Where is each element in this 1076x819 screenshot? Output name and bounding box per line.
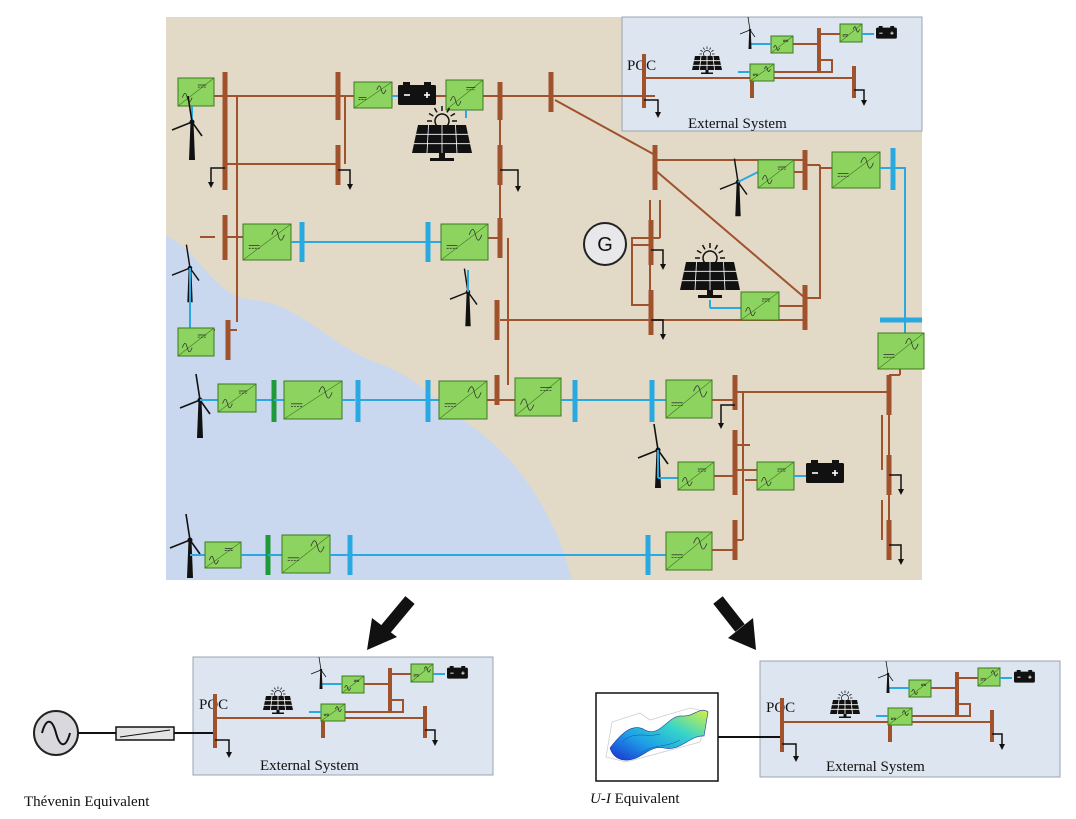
dc-ac-converter-icon [353, 81, 393, 109]
load-arrow-icon [425, 729, 438, 746]
ac-dc-converter-icon [177, 327, 215, 357]
load-arrow-icon [651, 319, 666, 340]
solar-panel-icon [263, 686, 293, 714]
ac-line [805, 165, 821, 299]
dc-ac-converter-icon [749, 63, 775, 82]
sea-region [166, 236, 572, 580]
wind-turbine-icon [171, 95, 203, 160]
thevenin-external-elements [213, 656, 468, 758]
wind-turbine-icon [169, 513, 201, 578]
load-arrow-icon [208, 167, 225, 188]
dc-ac-converter-icon [839, 23, 863, 43]
ui-caption-text: Equivalent [611, 791, 681, 807]
load-arrow-icon [782, 743, 799, 762]
synchronous-generator: G [583, 222, 627, 266]
ui-caption: U-I Equivalent [590, 791, 680, 807]
load-arrow-icon [854, 89, 867, 106]
dc-ac-converter-icon [977, 667, 1001, 687]
ac-dc-converter-icon [217, 383, 257, 413]
dc-ac-converter-icon [410, 663, 434, 683]
ac-line [654, 169, 806, 299]
external-system-label: External System [826, 759, 925, 775]
load-arrow-icon [644, 99, 661, 118]
battery-icon [806, 460, 844, 483]
ac-dc-converter-icon [770, 35, 794, 54]
external-system-label: External System [260, 758, 359, 774]
sine-wave-icon [41, 720, 71, 746]
battery-icon [447, 666, 468, 679]
ac-dc-converter-icon [677, 461, 715, 491]
ac-dc-converter-icon [445, 79, 484, 111]
load-arrow-icon [992, 733, 1005, 750]
thevenin-caption: Thévenin Equivalent [24, 794, 150, 810]
battery-icon [398, 82, 436, 105]
reduction-arrows [367, 596, 756, 650]
dc-ac-converter-icon [831, 151, 881, 189]
load-arrow-icon [651, 249, 666, 270]
dc-ac-converter-icon [877, 332, 925, 370]
ac-dc-converter-icon [757, 159, 795, 189]
load-arrow-icon [718, 404, 735, 429]
ac-dc-converter-icon [908, 679, 932, 698]
wind-turbine-icon [877, 660, 894, 693]
poc-label: POC [627, 58, 656, 74]
ac-line [774, 59, 833, 73]
dc-ac-converter-icon [665, 379, 713, 419]
dc-ac-converter-icon [283, 380, 343, 420]
solar-panel-icon [830, 690, 860, 718]
solar-panel-icon [412, 106, 472, 161]
dc-ac-converter-icon [887, 707, 913, 726]
ac-line [912, 703, 971, 717]
dc-line [893, 167, 906, 320]
arrow-to-ui-icon [713, 596, 756, 650]
battery-icon [1014, 670, 1035, 683]
generator-label: G [597, 234, 613, 256]
wind-turbine-icon [719, 158, 748, 217]
wind-turbine-icon [739, 16, 756, 49]
load-arrow-icon [215, 739, 232, 758]
ac-dc-converter-icon [756, 461, 795, 491]
external-system-label: External System [688, 116, 787, 132]
solar-panel-icon [692, 46, 722, 74]
dc-line [737, 171, 759, 183]
ac-dc-converter-icon [177, 77, 215, 107]
battery-icon [876, 26, 897, 39]
solar-panel-icon [680, 243, 740, 298]
ui-surface-plot-icon [595, 692, 719, 782]
ui-external-elements [780, 660, 1035, 762]
ac-dc-converter-icon [514, 377, 562, 417]
main-elements [169, 16, 925, 578]
ac-dc-converter-icon [740, 291, 780, 321]
dc-ac-converter-icon [665, 531, 713, 571]
ac-line [345, 699, 404, 713]
wind-turbine-icon [310, 656, 327, 689]
dc-ac-converter-icon [438, 380, 488, 420]
ac-dc-converter-icon [341, 675, 365, 694]
dc-ac-converter-icon [440, 223, 489, 261]
load-arrow-icon [500, 169, 521, 192]
arrow-to-thevenin-icon [367, 596, 415, 650]
dc-ac-converter-icon [242, 223, 292, 261]
dc-ac-converter-icon [281, 534, 331, 574]
ac-line [554, 99, 656, 156]
dc-ac-converter-icon [320, 703, 346, 722]
ui-caption-italic: U-I [590, 791, 612, 807]
ac-dc-converter-icon [204, 541, 242, 569]
wind-turbine-icon [637, 423, 669, 488]
ac-line [631, 237, 660, 306]
load-arrow-icon [889, 474, 904, 495]
load-arrow-icon [338, 169, 353, 190]
generator-icon [583, 222, 627, 266]
load-arrow-icon [889, 544, 904, 565]
